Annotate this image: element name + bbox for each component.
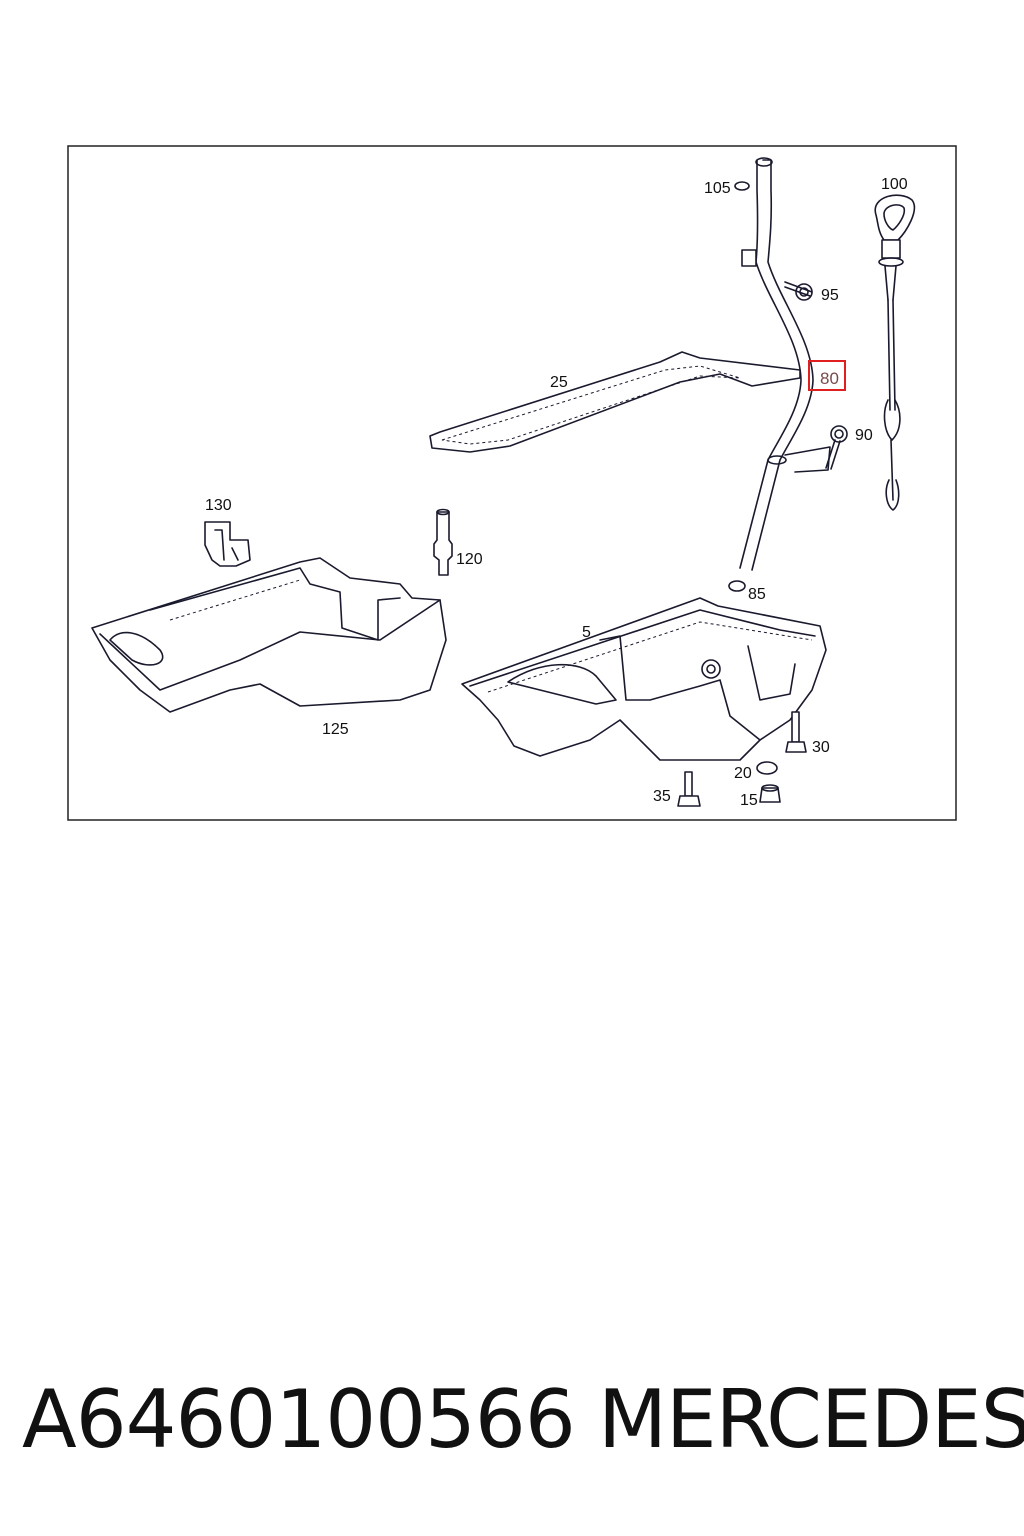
callout-5: 5 <box>582 624 591 641</box>
callout-95: 95 <box>821 287 839 304</box>
callout-100: 100 <box>881 176 908 193</box>
callout-80-highlight <box>808 360 846 391</box>
gasket-25[interactable] <box>429 351 801 453</box>
o-ring-105[interactable] <box>734 181 750 191</box>
diagram-frame <box>67 145 957 821</box>
callout-15: 15 <box>740 792 758 809</box>
bolt-90[interactable] <box>825 425 848 470</box>
callout-105: 105 <box>704 180 731 197</box>
brand-name: MERCEDES <box>598 1373 1024 1466</box>
callout-30: 30 <box>812 739 830 756</box>
part-number: A6460100566 <box>22 1373 576 1466</box>
stud-120[interactable] <box>433 508 453 576</box>
callout-35: 35 <box>653 788 671 805</box>
drain-plug-15[interactable] <box>759 784 781 803</box>
bolt-95[interactable] <box>784 281 813 301</box>
dipstick-guide-tube[interactable] <box>739 157 831 571</box>
callout-85: 85 <box>748 586 766 603</box>
callout-125: 125 <box>322 721 349 738</box>
clip-130[interactable] <box>204 521 251 567</box>
dipstick-100[interactable] <box>874 194 916 511</box>
bolt-35[interactable] <box>677 771 701 807</box>
washer-20[interactable] <box>756 761 778 775</box>
callout-25: 25 <box>550 374 568 391</box>
lower-oil-pan-125[interactable] <box>91 557 447 713</box>
callout-130: 130 <box>205 497 232 514</box>
seal-ring-85[interactable] <box>728 580 746 592</box>
caption-bar: A6460100566 MERCEDES <box>0 1370 1024 1470</box>
callout-90: 90 <box>855 427 873 444</box>
bolt-30[interactable] <box>785 711 807 753</box>
parts-diagram: 105 100 95 25 80 90 130 120 85 5 125 30 … <box>67 145 957 821</box>
callout-80[interactable]: 80 <box>820 369 839 388</box>
callout-120: 120 <box>456 551 483 568</box>
callout-20: 20 <box>734 765 752 782</box>
oil-pan-5[interactable] <box>461 597 827 761</box>
